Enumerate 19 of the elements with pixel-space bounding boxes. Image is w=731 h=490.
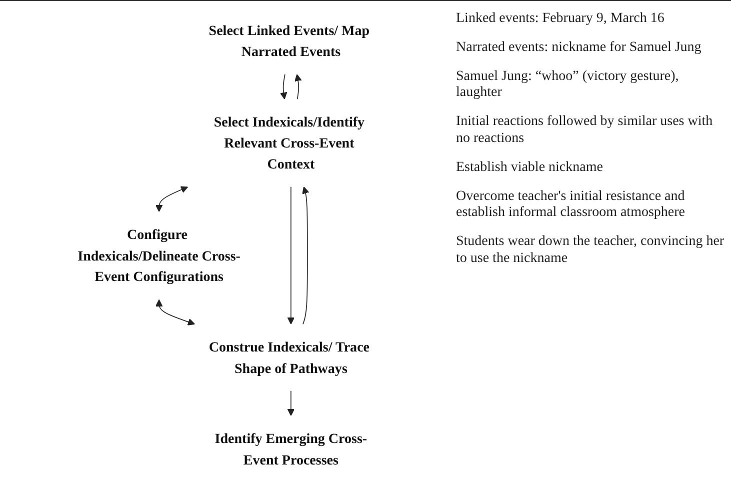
node-text: Select Indexicals/Identify Relevant Cross-Event Context	[214, 114, 365, 172]
arrow	[155, 186, 188, 212]
node-text: Construe Indexicals/ Trace Shape of Pathways	[208, 338, 370, 376]
arrow	[155, 299, 196, 326]
arrow	[287, 186, 295, 324]
arrow	[294, 74, 302, 100]
annotation-text: Students wear down the teacher, convincing her to use the nickname	[456, 234, 725, 268]
annotation-text: Narrated events: nickname for Samuel Jung	[456, 40, 702, 57]
annotation-text: Samuel Jung: “whoo” (victory gesture), laughter	[456, 68, 680, 102]
arrow	[302, 186, 310, 325]
node-text: Configure Indexicals/Delineate Cross-Event Configurations	[78, 226, 240, 284]
annotation-text: Linked events: February 9, March 16	[456, 11, 666, 28]
node-text: Identify Emerging Cross-Event Processes	[214, 430, 368, 468]
annotation-text: Overcome teacher's initial resistance and establish informal classroom atmosphere	[456, 188, 686, 222]
arrow	[287, 390, 295, 416]
annotation-text: Establish viable nickname	[456, 160, 604, 177]
annotation-text: Initial reactions followed by similar uses with no reactions	[456, 114, 714, 148]
node-text: Select Linked Events/ Map Narrated Events	[208, 22, 370, 60]
arrow	[280, 74, 288, 100]
